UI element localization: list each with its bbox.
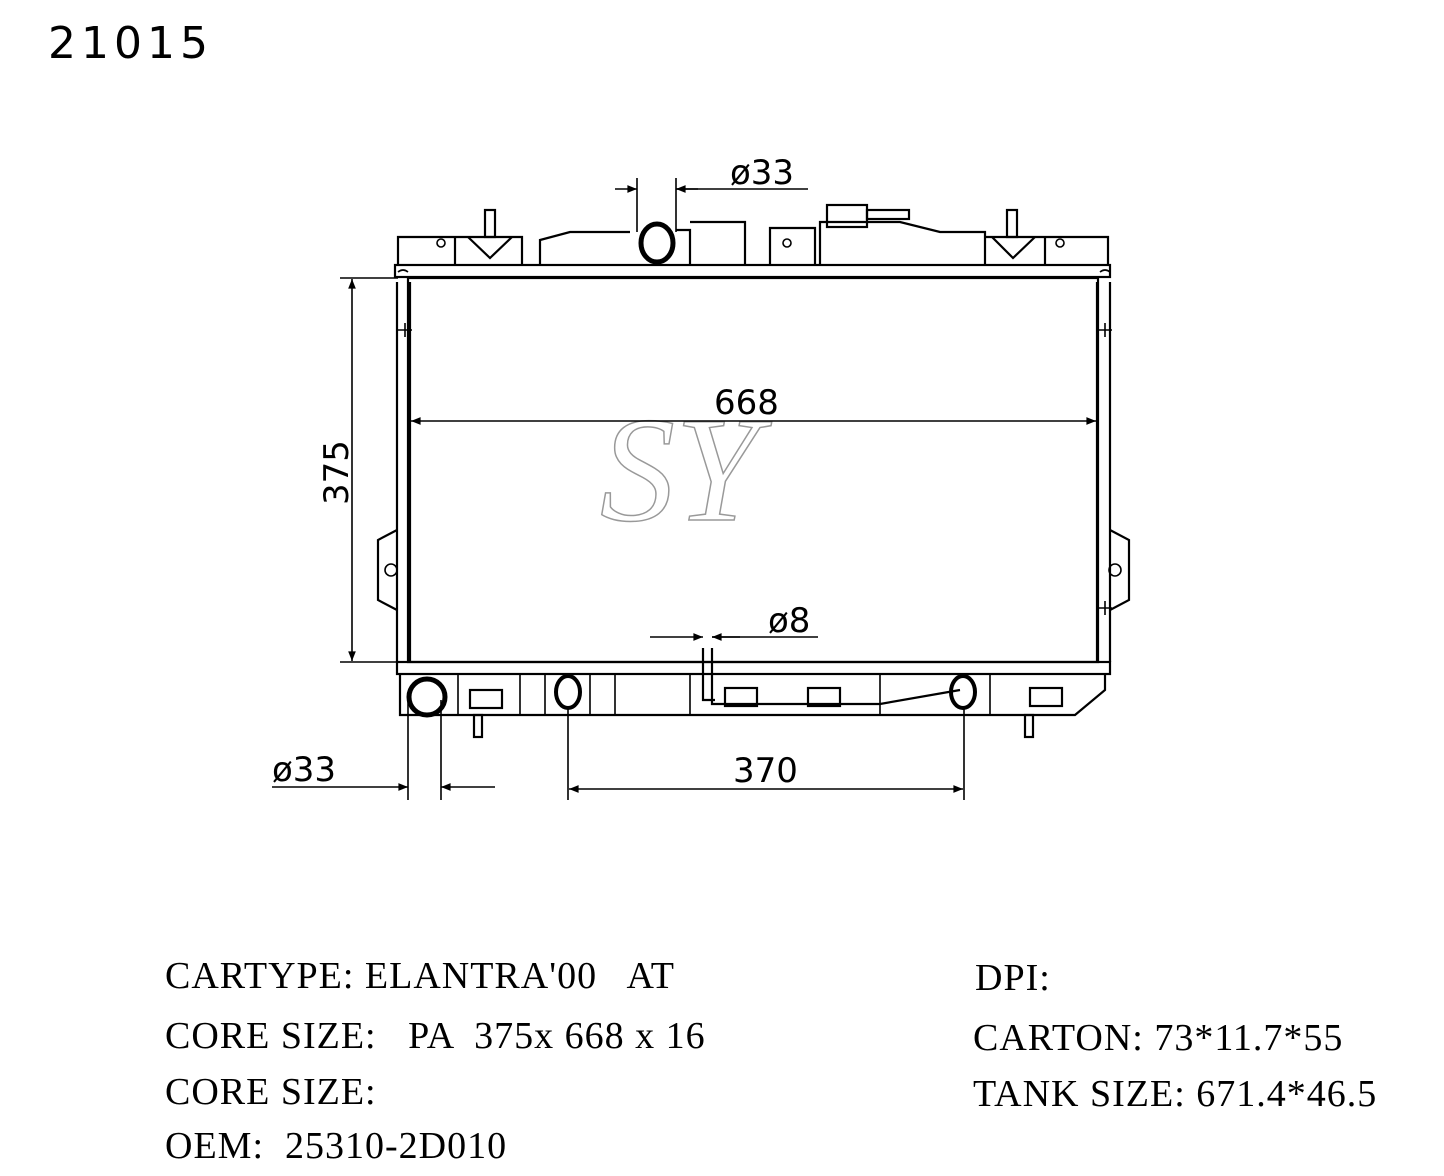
top-tank (393, 203, 1112, 279)
dimension-pipe-diameter: ø8 (650, 601, 818, 641)
spec-block: CARTYPE: ELANTRA'00 AT CORE SIZE: PA 375… (165, 955, 1377, 1167)
dimension-core-width: 668 (411, 383, 1096, 425)
bottom-tank (395, 648, 1112, 739)
transmission-pipe (701, 648, 961, 706)
svg-text:375: 375 (317, 440, 357, 505)
spec-core-size: CORE SIZE: PA 375x 668 x 16 (165, 1015, 706, 1057)
spec-core-size-2: CORE SIZE: (165, 1071, 377, 1113)
spec-cartype: CARTYPE: ELANTRA'00 AT (165, 955, 675, 997)
part-number: 21015 (48, 18, 213, 69)
svg-text:ø33: ø33 (272, 750, 336, 790)
bottom-outlet-pipe (406, 676, 448, 718)
dimension-bottom-outlet: ø33 (272, 700, 495, 800)
dimension-fitting-spacing: 370 (567, 708, 965, 800)
top-inlet-pipe (638, 221, 676, 265)
spec-dpi: DPI: (975, 957, 1051, 999)
dimension-core-height: 375 (317, 277, 398, 663)
spec-carton: CARTON: 73*11.7*55 (973, 1017, 1343, 1059)
svg-text:ø33: ø33 (730, 153, 794, 193)
dimension-top-inlet: ø33 (615, 153, 808, 232)
spec-tank-size: TANK SIZE: 671.4*46.5 (973, 1073, 1377, 1115)
svg-text:668: 668 (714, 383, 779, 423)
watermark-logo: SY (600, 387, 772, 553)
drain-fitting (554, 674, 582, 710)
svg-text:370: 370 (733, 751, 798, 791)
svg-text:ø8: ø8 (768, 601, 810, 641)
spec-oem: OEM: 25310-2D010 (165, 1125, 507, 1167)
